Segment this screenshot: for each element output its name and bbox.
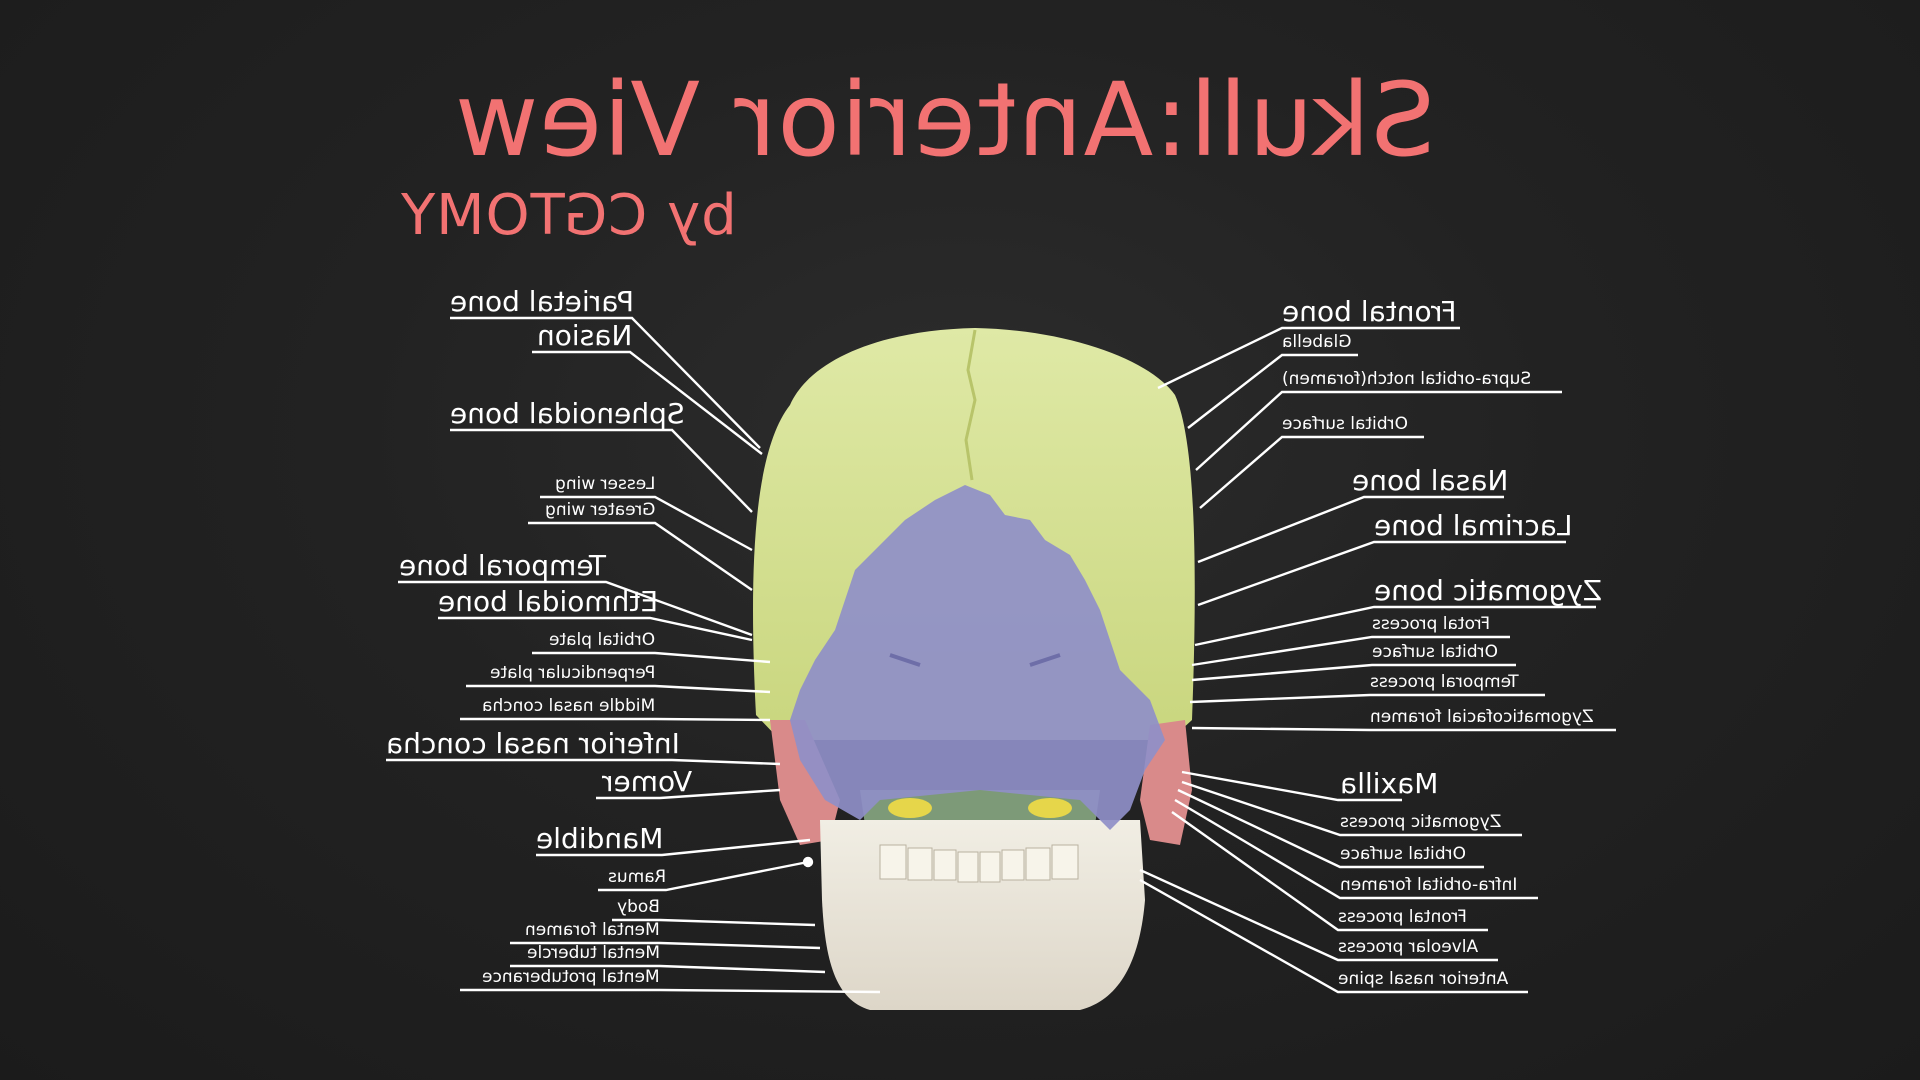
- label-temporal-process: Temporal process: [1370, 672, 1519, 692]
- label-alveolar-process: Alveolar process: [1338, 937, 1479, 957]
- teeth: [879, 844, 1079, 883]
- label-zygomatic-orbital-surface: Orbital surface: [1372, 642, 1498, 662]
- label-frontal-bone: Frontal bone: [1282, 295, 1457, 328]
- label-mental-foramen: Mental foramen: [525, 920, 660, 940]
- label-lesser-wing: Lesser wing: [554, 474, 655, 494]
- label-zygomaticofacial-foramen: Zygomaticofacial foramen: [1370, 707, 1594, 727]
- label-body: Body: [617, 897, 660, 917]
- label-nasal-bone: Nasal bone: [1352, 464, 1509, 497]
- label-vomer: Vomer: [601, 765, 692, 798]
- label-greater-wing: Greater wing: [544, 500, 655, 520]
- label-parietal-bone: Parietal bone: [450, 285, 634, 318]
- sphenoidal-bone-region: [790, 485, 1165, 830]
- label-sphenoidal-bone: Sphenoidal bone: [450, 397, 685, 430]
- label-temporal-bone: Temporal bone: [399, 549, 606, 582]
- label-mental-protuberance: Mental protuberance: [482, 967, 660, 987]
- label-inferior-nasal-concha: Inferior nasal concha: [386, 727, 680, 760]
- label-maxilla: Maxilla: [1340, 767, 1439, 800]
- label-zygomatic-bone: Zygomatic bone: [1374, 574, 1603, 607]
- label-nasion: Nasion: [536, 319, 632, 352]
- label-glabella: Glabella: [1282, 332, 1352, 352]
- label-maxilla-frontal-process: Frontal process: [1338, 907, 1467, 927]
- label-mandible: Mandible: [536, 822, 664, 855]
- label-frontal-orbital-surface: Orbital surface: [1282, 414, 1408, 434]
- label-maxilla-orbital-surface: Orbital surface: [1340, 844, 1466, 864]
- label-ramus: Ramus: [607, 867, 666, 887]
- label-lacrimal-bone: Lacrimal bone: [1374, 509, 1573, 542]
- label-supra-orbital-notch: Supra-orbital notch(foramen): [1282, 369, 1532, 389]
- label-infra-orbital-foramen: Infra-orbital foramen: [1340, 875, 1518, 895]
- label-maxilla-zygomatic-process: Zygomatic process: [1340, 812, 1502, 832]
- label-orbital-plate: Orbital plate: [548, 630, 655, 650]
- label-mental-tubercle: Mental tubercle: [527, 943, 660, 963]
- label-middle-nasal-concha: Middle nasal concha: [481, 696, 655, 716]
- label-perpendicular-plate: Perpendicular plate: [489, 663, 655, 683]
- temporal-left-region: [770, 720, 840, 845]
- label-anterior-nasal-spine: Anterior nasal spine: [1338, 969, 1509, 989]
- label-zygomatic-frontal-process: Frotal process: [1372, 614, 1491, 634]
- label-ethmoidal-bone: Ethmoidal bone: [438, 585, 659, 618]
